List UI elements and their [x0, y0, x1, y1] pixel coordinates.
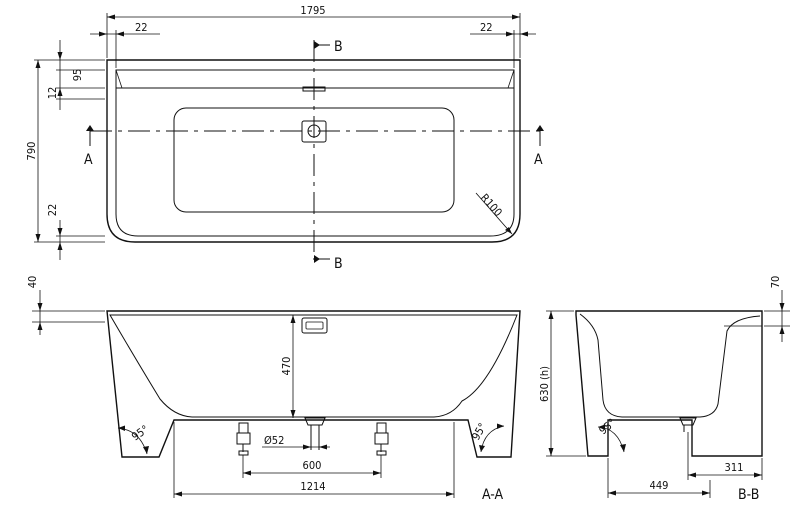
dim-total-width: 790: [25, 142, 38, 161]
section-aa-inner: [109, 314, 518, 418]
plan-view: A A B B 1795 22 22 790: [25, 4, 544, 272]
section-bb-inner: [579, 313, 761, 418]
section-aa-drain: [304, 417, 326, 426]
section-aa-foot-right: [374, 422, 389, 456]
section-b-bottom-label: B: [334, 256, 343, 272]
dim-drain-to-wall: 311: [725, 461, 744, 474]
section-aa-title: A-A: [482, 487, 504, 503]
section-a-right-label: A: [534, 152, 543, 168]
dim-feet-spacing: 600: [303, 459, 322, 472]
section-aa-outer: [106, 310, 521, 458]
section-b-top-label: B: [334, 39, 343, 55]
dim-rim-left: 22: [135, 21, 148, 34]
dim-line-corner-radius: [475, 192, 513, 235]
plan-inner-outline: [115, 69, 515, 237]
dim-drain-to-front: 449: [650, 479, 669, 492]
dim-drain-diameter: Ø52: [264, 434, 284, 447]
dim-inner-depth: 470: [280, 357, 293, 376]
plan-rear-ledge-bevel-r: [507, 69, 515, 89]
section-a-left-label: A: [84, 152, 93, 168]
section-aa-overflow: [301, 317, 328, 334]
dim-rim-height: 40: [26, 276, 39, 289]
plan-rear-ledge-bevel-l: [115, 69, 123, 89]
dim-base-length: 1214: [300, 480, 325, 493]
dim-overall-height: 630 (h): [538, 366, 551, 402]
dim-total-length: 1795: [300, 4, 325, 17]
dim-overflow-offset: 12: [46, 87, 59, 100]
section-bb-outer: [575, 310, 763, 457]
section-aa-foot-left: [236, 422, 251, 456]
angle-label-left: 95°: [129, 423, 151, 444]
dim-corner-radius: R100: [478, 191, 505, 219]
dim-front-rim: 22: [46, 204, 59, 217]
plan-outer-outline: [106, 59, 521, 243]
section-aa-view: 40 470 Ø52 600 1214 95° 95°: [26, 276, 521, 503]
section-bb-view: 70 630 (h) 311 449 95° B-B: [538, 276, 790, 503]
section-bb-title: B-B: [738, 487, 759, 503]
section-bb-drain: [679, 417, 697, 426]
dim-side-rim: 70: [769, 276, 782, 289]
dim-back-rim: 95: [71, 69, 84, 82]
dim-rim-right: 22: [480, 21, 493, 34]
